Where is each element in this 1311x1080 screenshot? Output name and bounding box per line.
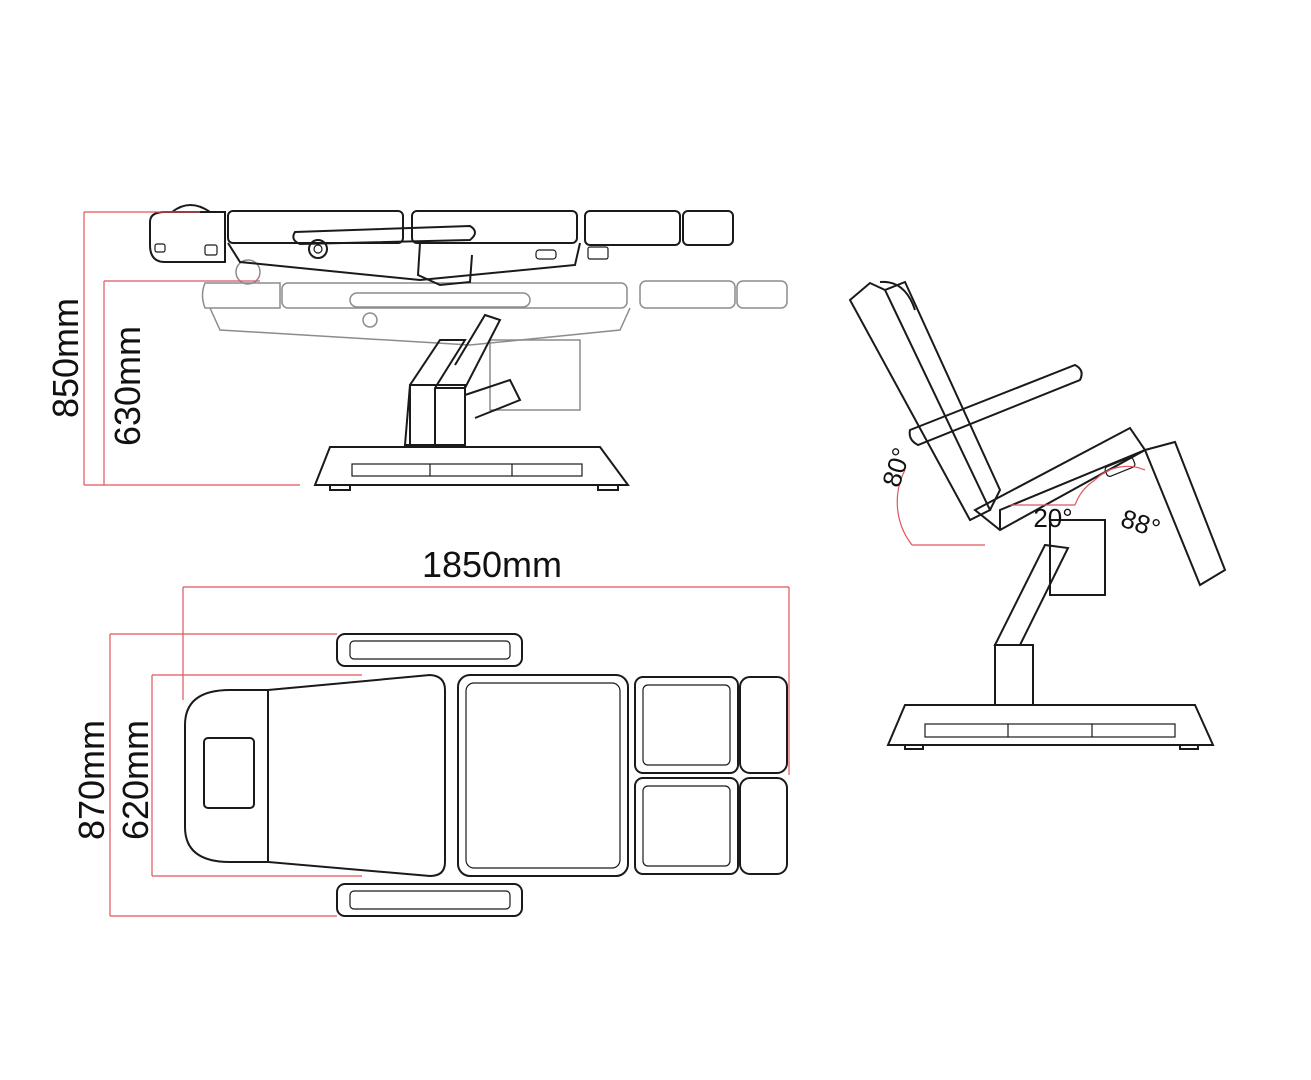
seat-angle-label: 20° bbox=[1033, 503, 1072, 533]
foot-section-lower bbox=[739, 777, 788, 875]
chair-base bbox=[886, 704, 1215, 746]
backrest bbox=[848, 281, 992, 522]
height-min-label: 630mm bbox=[107, 326, 148, 446]
total-width-label: 870mm bbox=[71, 720, 112, 840]
seat-section bbox=[457, 674, 629, 877]
side-view-raised bbox=[149, 204, 734, 287]
back-section bbox=[267, 673, 446, 878]
backrest-angle-label: 80° bbox=[876, 444, 917, 491]
head-section bbox=[184, 689, 269, 863]
face-hole bbox=[203, 737, 255, 809]
side-view-dimension-lines bbox=[83, 211, 300, 486]
total-length-label: 1850mm bbox=[422, 544, 562, 585]
foot-section-upper bbox=[739, 676, 788, 774]
height-max-label: 850mm bbox=[45, 298, 86, 418]
side-view bbox=[83, 204, 788, 491]
leg-section-upper-left bbox=[634, 676, 739, 774]
chair-armrest bbox=[908, 363, 1083, 447]
top-view-dimension-lines bbox=[109, 586, 790, 917]
top-view bbox=[109, 586, 790, 917]
side-view-base bbox=[313, 313, 630, 491]
seat-width-label: 620mm bbox=[115, 720, 156, 840]
armrest-top bbox=[336, 633, 523, 667]
chair-view bbox=[848, 280, 1227, 750]
armrest-bottom bbox=[336, 883, 523, 917]
side-view-lowered-ghost bbox=[201, 259, 788, 411]
angle-arcs bbox=[896, 465, 1146, 546]
chair-legrest bbox=[1143, 440, 1227, 587]
leg-section-lower-left bbox=[634, 777, 739, 875]
legrest-angle-label: 88° bbox=[1117, 503, 1164, 544]
